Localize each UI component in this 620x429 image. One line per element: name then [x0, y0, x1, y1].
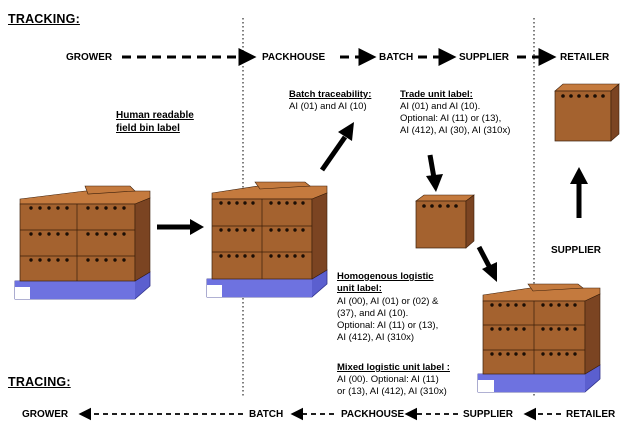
arrow-packhouse-to-batch — [319, 122, 354, 172]
tracing-node-batch: BATCH — [249, 409, 284, 420]
field-bin-label-line2: field bin label — [116, 123, 180, 134]
packhouse-pallet — [206, 181, 328, 298]
mixed-line: AI (00). Optional: AI (11) — [337, 374, 439, 385]
tracing-header: TRACING: — [8, 375, 71, 389]
batch-carton — [415, 194, 475, 249]
homogenous-line: Optional: AI (11) or (13), — [337, 320, 439, 331]
arrow-trade-label-to-carton — [426, 154, 443, 192]
supplier-pallet — [477, 283, 601, 393]
tracking-node-grower: GROWER — [66, 52, 113, 63]
homogenous-title-line2: unit label: — [337, 283, 382, 294]
trade-unit-line: AI (01) and AI (10). — [400, 101, 481, 112]
grower-field-bins — [14, 185, 151, 300]
arrow-grower-to-packhouse — [157, 219, 204, 235]
tracing-node-packhouse: PACKHOUSE — [341, 409, 405, 420]
tracing-node-supplier: SUPPLIER — [463, 409, 514, 420]
homogenous-title-line1: Homogenous logistic — [337, 271, 434, 282]
tracking-node-packhouse: PACKHOUSE — [262, 52, 326, 63]
batch-traceability-text: AI (01) and AI (10) — [289, 101, 367, 112]
arrow-supplier-to-retailer — [570, 167, 588, 218]
field-bin-label-line1: Human readable — [116, 110, 194, 121]
mixed-line: or (13), AI (412), AI (310x) — [337, 386, 447, 397]
trade-unit-title: Trade unit label: — [400, 89, 473, 100]
tracking-node-retailer: RETAILER — [560, 52, 610, 63]
tracking-header: TRACKING: — [8, 12, 80, 26]
homogenous-line: (37), and AI (10). — [337, 308, 409, 319]
trade-unit-line: Optional: AI (11) or (13), — [400, 113, 502, 124]
supplier-side-label: SUPPLIER — [551, 245, 602, 256]
tracking-node-supplier: SUPPLIER — [459, 52, 510, 63]
mixed-title: Mixed logistic unit label : — [337, 362, 450, 373]
homogenous-line: AI (00), AI (01) or (02) & — [337, 296, 439, 307]
arrow-carton-to-supplier-pallet — [476, 245, 497, 282]
batch-traceability-title: Batch traceability: — [289, 89, 372, 100]
trade-unit-line: AI (412), AI (30), AI (310x) — [400, 125, 511, 136]
tracing-node-grower: GROWER — [22, 409, 69, 420]
tracking-node-batch: BATCH — [379, 52, 414, 63]
tracing-node-retailer: RETAILER — [566, 409, 616, 420]
retailer-carton — [554, 83, 620, 142]
homogenous-line: AI (412), AI (310x) — [337, 332, 415, 343]
